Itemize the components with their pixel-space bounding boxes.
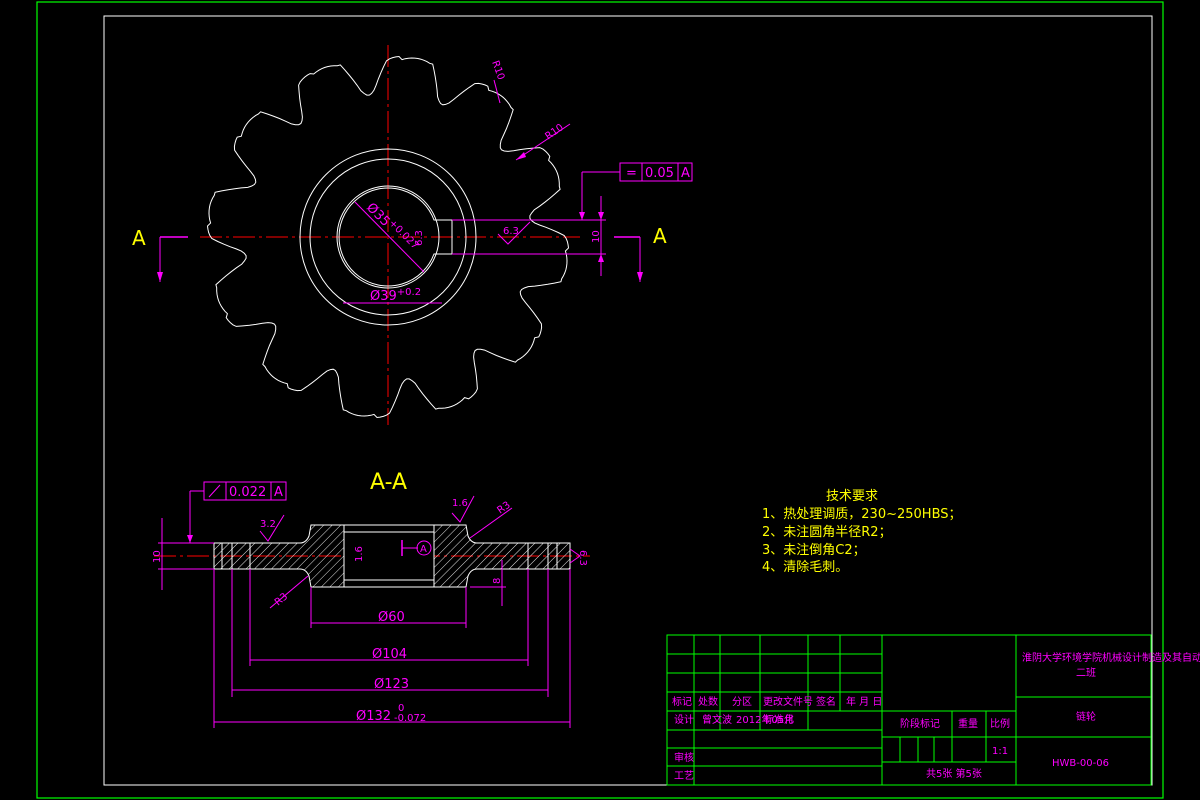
dia-60-label: Ø60: [378, 610, 405, 625]
sprocket-teeth-outline: [206, 55, 570, 419]
title-block-text: 标记 处数 分区 更改文件号 签名 年 月 日 设计 曾文波 2012年05月 …: [672, 651, 1200, 782]
roughness-label: 6.3: [503, 226, 519, 237]
section-bore: [343, 524, 435, 588]
runout-symbol-icon: [208, 484, 221, 498]
bore-dim-label: Ø35+0.027: [363, 199, 420, 256]
flatness-frame: [619, 162, 693, 182]
section-arrow-left: [157, 272, 163, 282]
dia-132-tol-lower: -0.072: [394, 713, 426, 724]
section-view-aa: A-A A 1.6 10: [152, 470, 590, 728]
flatness-value: 0.05: [645, 166, 674, 181]
width-left-label: 10: [152, 550, 163, 563]
tb-header-file: 更改文件号: [763, 695, 813, 708]
tb-scale-value: 1:1: [992, 746, 1008, 757]
sprocket-top-view: Ø35+0.027 Ø39+0.2 6.3 6.3 10 = 0.05 A R1…: [132, 45, 693, 425]
hub-chamfer-circle: [309, 158, 467, 316]
roughness-1-6-symbol: [451, 495, 475, 523]
tb-scale-label: 比例: [990, 717, 1010, 730]
r3-leader-bottom: [269, 575, 309, 609]
key-width-label: 6.3: [414, 230, 425, 246]
r10-leader-2: [515, 123, 571, 161]
tb-review-label: 审核: [674, 751, 694, 764]
r3-leader-top: [469, 507, 513, 539]
tech-requirements: 技术要求 1、热处理调质，230~250HBS； 2、未注圆角半径R2； 3、未…: [762, 489, 962, 575]
datum-circle: [416, 540, 432, 556]
arrow-key-bottom: [598, 254, 604, 262]
hub-outer-circle: [299, 148, 477, 326]
arrow-key-top: [598, 212, 604, 220]
tb-header-sign: 签名: [816, 695, 836, 708]
tb-stage-label: 阶段标记: [900, 717, 940, 730]
roughness-3-2-symbol: [259, 514, 285, 542]
flatness-symbol: =: [626, 166, 637, 181]
r10-label-2: R10: [543, 122, 565, 142]
tb-header-zone: 分区: [732, 696, 752, 708]
dia-123-label: Ø123: [374, 677, 409, 692]
tech-requirement-item-2: 2、未注圆角半径R2；: [762, 525, 892, 540]
flatness-datum: A: [681, 166, 690, 181]
tb-date: 2012年05月: [736, 713, 794, 726]
r10-arrow-2: [516, 152, 526, 160]
runout-frame: [203, 481, 287, 501]
bore-chamfer-circle: [336, 185, 440, 289]
section-marker-left: A: [132, 226, 146, 250]
roughness-6-3-label: 6.3: [577, 550, 588, 566]
tb-weight-label: 重量: [958, 717, 978, 730]
section-hatch-left: [213, 524, 345, 588]
roughness-3-2-label: 3.2: [260, 519, 276, 530]
tb-designer: 曾文波: [702, 713, 732, 726]
r3-label-top: R3: [495, 500, 512, 517]
datum-label: A: [420, 544, 427, 555]
tb-sheet-info: 共5张 第5张: [926, 767, 982, 780]
tech-requirement-item-3: 3、未注倒角C2；: [762, 543, 866, 558]
roughness-symbol: [497, 221, 531, 245]
tb-header-mark: 标记: [672, 696, 692, 708]
width-right-label: 8: [492, 578, 503, 584]
section-title: A-A: [370, 470, 407, 495]
runout-datum: A: [274, 485, 283, 500]
dia-132-tol-upper: 0: [398, 703, 404, 714]
section-arrow-right: [637, 272, 643, 282]
roughness-bore: 1.6: [354, 546, 365, 562]
dia-132-label: Ø132: [356, 709, 391, 724]
outer-frame: [36, 1, 1164, 799]
key-height-label: 10: [591, 230, 602, 243]
dia-104-label: Ø104: [372, 647, 407, 662]
tb-school: 淮阴大学环境学院机械设计制造及其自动化: [1022, 651, 1200, 664]
runout-value: 0.022: [229, 485, 266, 500]
section-marker-right: A: [653, 224, 667, 248]
tech-requirement-item-4: 4、清除毛刺。: [762, 560, 848, 575]
hub-dim-label: Ø39+0.2: [370, 287, 421, 304]
tb-header-count: 处数: [698, 695, 718, 708]
r10-label-1: R10: [489, 59, 506, 81]
tech-requirements-title: 技术要求: [826, 489, 878, 504]
r10-leader-1: [493, 79, 501, 104]
title-block: [666, 634, 1152, 786]
tb-process-label: 工艺: [674, 770, 694, 782]
tb-standard-label: 标准化: [764, 713, 794, 726]
tb-part-name: 链轮: [1076, 710, 1096, 723]
bore-dim-line: [354, 201, 425, 273]
roughness-6-3-symbol: [569, 548, 581, 564]
flatness-arrow: [579, 212, 585, 220]
tb-school-line2: 二班: [1076, 667, 1096, 679]
runout-arrow: [187, 535, 193, 543]
tb-design-label: 设计: [674, 713, 694, 726]
roughness-1-6-label: 1.6: [452, 498, 468, 509]
tech-requirement-item-1: 1、热处理调质，230~250HBS；: [762, 507, 962, 522]
tb-drawing-no: HWB-00-06: [1052, 758, 1109, 769]
bore-keyway-outline: [338, 187, 453, 287]
inner-frame: [103, 15, 1153, 786]
tb-header-date: 年 月 日: [846, 695, 882, 708]
